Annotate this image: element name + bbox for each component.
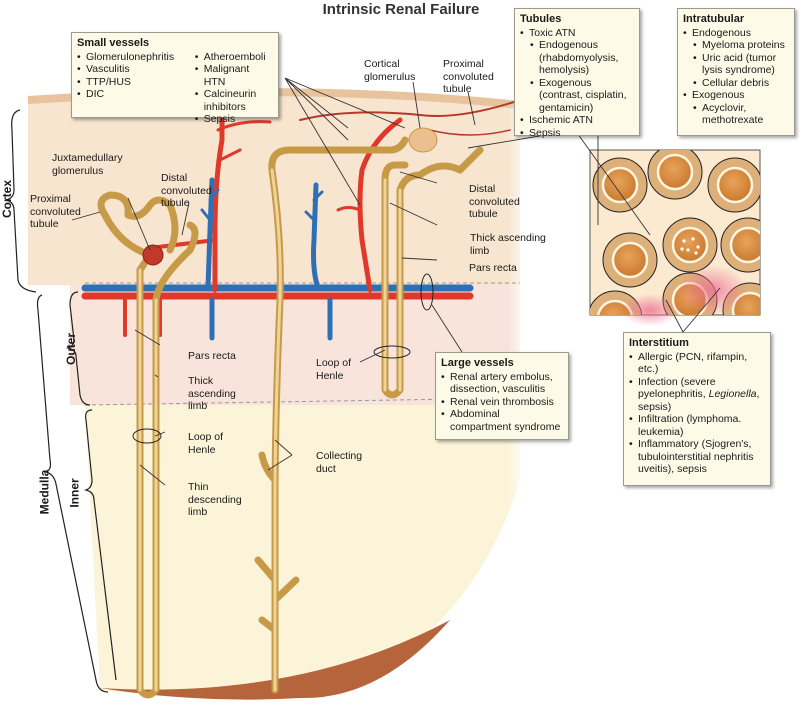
- cellular-debris: [691, 237, 695, 241]
- cortex-brace: [5, 109, 37, 293]
- list-item: Infiltration (lymphoma. leukemia): [629, 413, 765, 438]
- small-vessels-col2: Atheroemboli Malignant HTN Calcineurin i…: [195, 51, 273, 126]
- list-item: Cellular debris: [683, 77, 789, 90]
- cortical-nephron: [381, 146, 484, 399]
- tubule-lumen: [671, 226, 709, 264]
- list-item: Allergic (PCN, rifampin, etc.): [629, 351, 765, 376]
- list-item: Myeloma proteins: [683, 39, 789, 52]
- list-item: Toxic ATN: [520, 27, 634, 40]
- medulla-label: Medulla: [37, 469, 52, 515]
- cellular-debris: [682, 239, 686, 243]
- label-pars-recta-left: Pars recta: [188, 350, 236, 362]
- intratubular-heading: Intratubular: [683, 13, 745, 25]
- label-pars-recta-right: Pars recta: [469, 262, 517, 274]
- artery-right: [357, 117, 403, 293]
- diagram-title: Intrinsic Renal Failure: [322, 1, 480, 18]
- list-item: Acyclovir, methotrexate: [683, 102, 789, 127]
- juxtamedullary-nephron: [97, 191, 199, 699]
- tubule-lumen: [729, 226, 760, 264]
- list-item: Inflammatory (Sjogren's, tubulointerstit…: [629, 438, 765, 476]
- tubule-lumen: [656, 153, 694, 191]
- cellular-debris: [694, 251, 698, 255]
- cortex-label: Cortex: [0, 179, 15, 219]
- cellular-debris: [686, 248, 690, 252]
- list-item: Exogenous (contrast, cisplatin, gentamic…: [520, 77, 634, 115]
- list-item: Glomerulonephritis: [77, 51, 183, 64]
- leader-lines: [71, 61, 721, 486]
- small-vessels-heading: Small vessels: [77, 37, 150, 49]
- histology-inset: [589, 149, 761, 326]
- list-item: Endogenous (rhabdomyolysis, hemolysis): [520, 39, 634, 77]
- list-item: Infection (severe pyelonephritis, Legion…: [629, 376, 765, 414]
- juxtamedullary-glomerulus: [142, 244, 164, 266]
- vein-right: [311, 182, 321, 291]
- list-item: TTP/HUS: [77, 76, 183, 89]
- list-item: Atheroemboli: [195, 51, 273, 64]
- list-item: Renal vein thrombosis: [441, 396, 563, 409]
- outer-label: Outer: [64, 332, 79, 366]
- list-item: Renal artery embolus, dissection, vascul…: [441, 371, 563, 396]
- inner-brace: [83, 409, 117, 681]
- cortical-glomerulus: [408, 127, 438, 153]
- interstitium-heading: Interstitium: [629, 337, 689, 349]
- list-item: Endogenous: [683, 27, 789, 40]
- tubule-lumen: [611, 241, 649, 279]
- tubule-lumen: [716, 166, 754, 204]
- list-item: Vasculitis: [77, 63, 183, 76]
- list-item: DIC: [77, 88, 183, 101]
- inner-label: Inner: [67, 478, 82, 508]
- callout-ellipses: [132, 273, 434, 444]
- interstitium-box: Interstitium Allergic (PCN, rifampin, et…: [623, 332, 771, 486]
- small-vessels-box: Small vessels Glomerulonephritis Vasculi…: [71, 32, 279, 125]
- outer-brace: [65, 291, 91, 406]
- region-braces: [5, 109, 117, 693]
- cellular-debris: [680, 247, 684, 251]
- list-item: Exogenous: [683, 89, 789, 102]
- large-vessels-heading: Large vessels: [441, 357, 514, 369]
- list-item: Sepsis: [195, 113, 273, 126]
- list-item: Abdominal compartment syndrome: [441, 408, 563, 433]
- artery-left: [212, 107, 225, 293]
- tubule-highlights: [138, 168, 402, 692]
- papilla: [100, 620, 450, 700]
- tubules-box: Tubules Toxic ATN Endogenous (rhabdomyol…: [514, 8, 640, 139]
- list-item: Sepsis: [520, 127, 634, 140]
- large-vessels-box: Large vessels Renal artery embolus, diss…: [435, 352, 569, 440]
- list-item: Malignant HTN: [195, 63, 273, 88]
- list-item: Uric acid (tumor lysis syndrome): [683, 52, 789, 77]
- medulla-brace: [36, 294, 109, 693]
- list-item: Ischemic ATN: [520, 114, 634, 127]
- small-vessels-col1: Glomerulonephritis Vasculitis TTP/HUS DI…: [77, 51, 183, 126]
- intratubular-box: Intratubular Endogenous Myeloma proteins…: [677, 8, 795, 136]
- tubules-heading: Tubules: [520, 13, 562, 25]
- tubule-lumen: [601, 166, 639, 204]
- list-item: Calcineurin inhibitors: [195, 88, 273, 113]
- cellular-debris: [696, 245, 700, 249]
